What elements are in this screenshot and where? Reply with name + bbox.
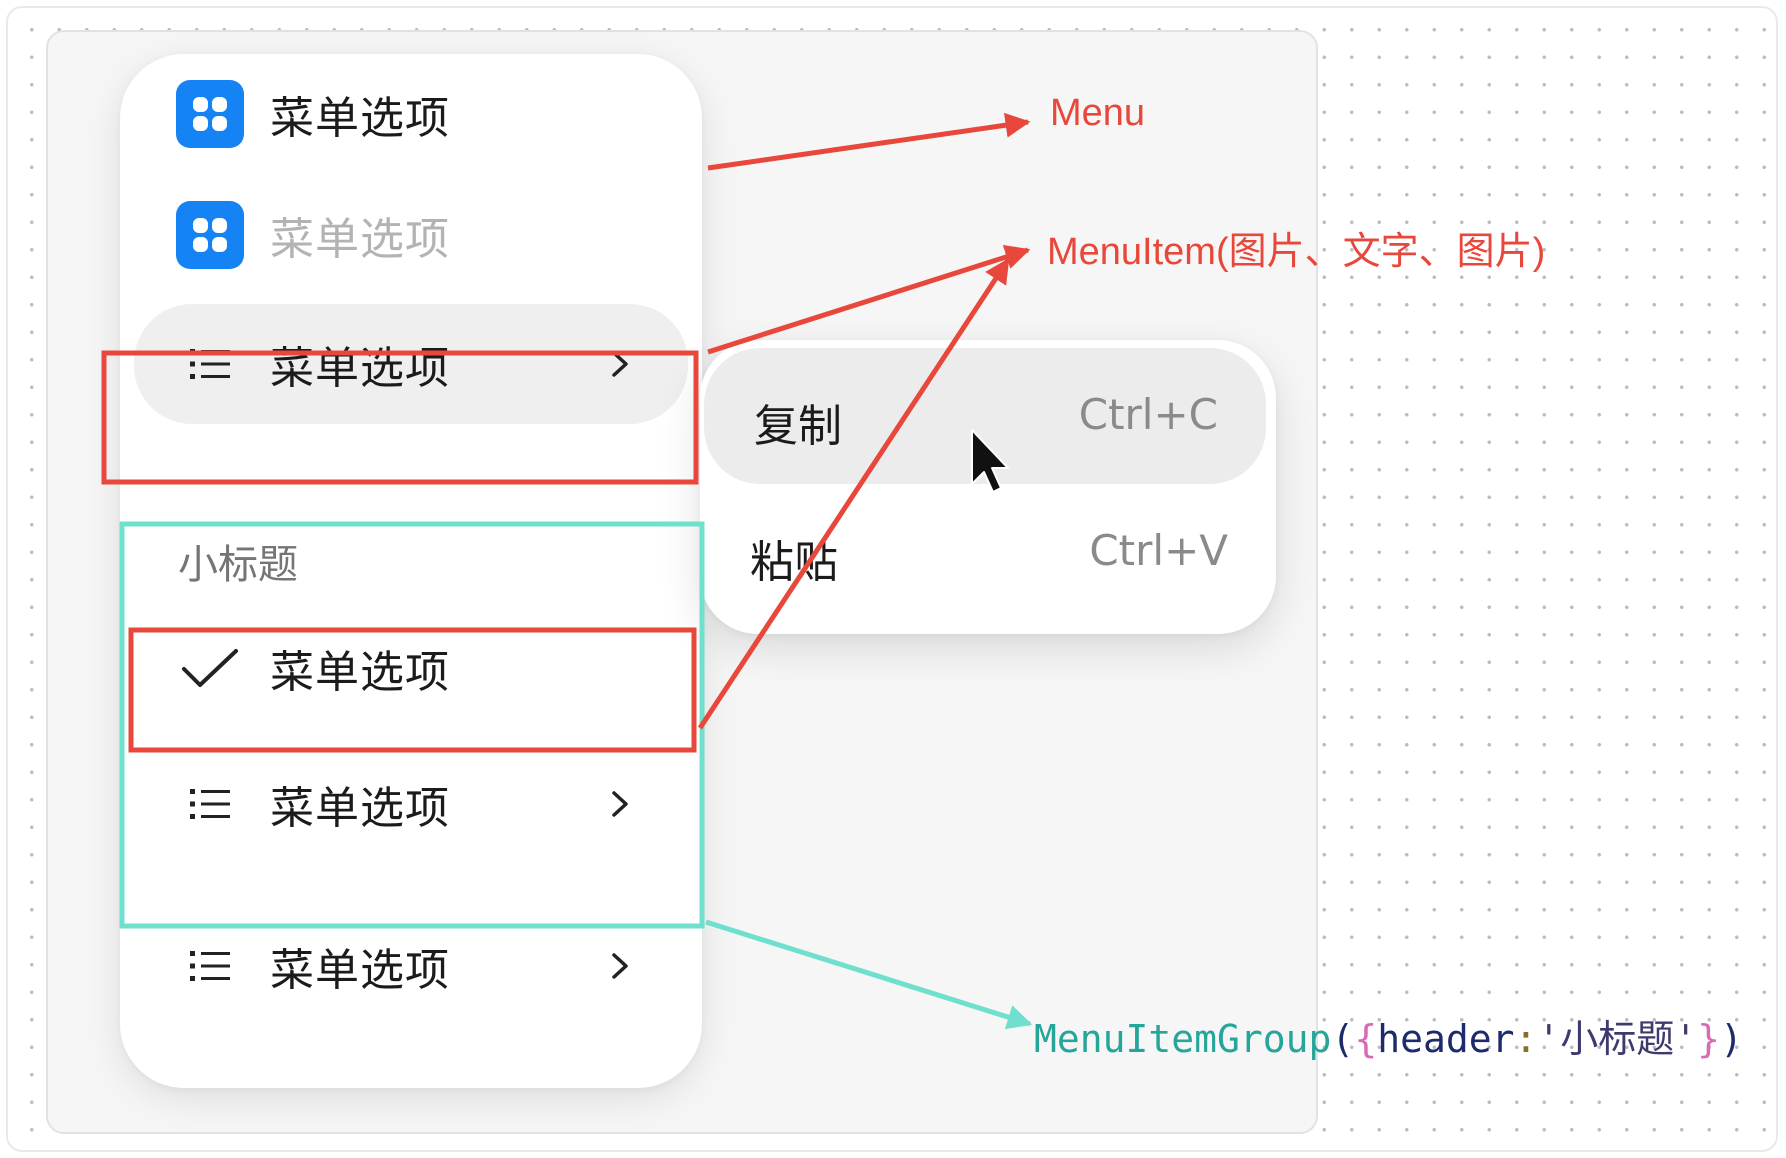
- menu-item-2-disabled[interactable]: 菜单选项: [120, 175, 702, 295]
- submenu-item-label: 粘贴: [750, 537, 838, 588]
- shortcut-text: Ctrl+C: [1078, 390, 1218, 439]
- code-paren: (: [1331, 1017, 1355, 1061]
- list-icon: [174, 768, 246, 840]
- group-header: 小标题: [178, 542, 298, 588]
- code-colon: :: [1514, 1017, 1538, 1061]
- menu-item-label: 菜单选项: [270, 647, 450, 698]
- menu: 菜单选项 菜单选项 菜单选项: [120, 54, 702, 1088]
- arrow-to-menuitem-2: [697, 257, 1011, 730]
- arrow-to-menuitem-1: [707, 244, 1031, 355]
- annotation-menu: Menu: [1050, 92, 1146, 134]
- shortcut-text: Ctrl+V: [1089, 526, 1228, 575]
- submenu-item-paste[interactable]: 粘贴 Ctrl+V: [700, 484, 1276, 620]
- menu-item-group-submenu[interactable]: 菜单选项: [120, 744, 702, 864]
- code-key: header: [1377, 1017, 1515, 1061]
- list-icon: [174, 930, 246, 1002]
- arrow-to-group: [705, 919, 1033, 1030]
- check-icon: [174, 632, 246, 704]
- code-brace: {: [1354, 1017, 1378, 1061]
- menu-item-3-submenu[interactable]: 菜单选项: [134, 304, 688, 424]
- chevron-right-icon: [612, 953, 628, 979]
- menu-item-label: 菜单选项: [270, 214, 450, 265]
- arrow-to-menu: [707, 112, 1031, 171]
- menu-item-last-submenu[interactable]: 菜单选项: [120, 906, 702, 1026]
- cursor-icon: [971, 429, 1009, 493]
- annotation-menuitemgroup-code: MenuItemGroup({header:'小标题'}): [1034, 1008, 1743, 1063]
- menu-item-1[interactable]: 菜单选项: [120, 54, 702, 174]
- menu-item-label: 菜单选项: [270, 93, 450, 144]
- menu-item-label: 菜单选项: [270, 783, 450, 834]
- app-grid-icon: [174, 78, 246, 150]
- highlight-box-red: [101, 350, 699, 485]
- menu-item-label: 菜单选项: [270, 945, 450, 996]
- code-brace: }: [1697, 1017, 1721, 1061]
- annotation-menuitem: MenuItem(图片、文字、图片): [1047, 231, 1546, 273]
- chevron-right-icon: [612, 791, 628, 817]
- app-grid-icon: [174, 199, 246, 271]
- menu-item-checked[interactable]: 菜单选项: [120, 608, 702, 728]
- code-value: '小标题': [1537, 1017, 1698, 1061]
- code-fn: MenuItemGroup: [1034, 1017, 1332, 1061]
- highlight-box-red-inner: [128, 627, 697, 753]
- highlight-box-teal: [119, 521, 705, 929]
- chevron-right-icon: [612, 351, 628, 377]
- code-paren: ): [1720, 1017, 1743, 1061]
- submenu-item-label: 复制: [754, 401, 842, 452]
